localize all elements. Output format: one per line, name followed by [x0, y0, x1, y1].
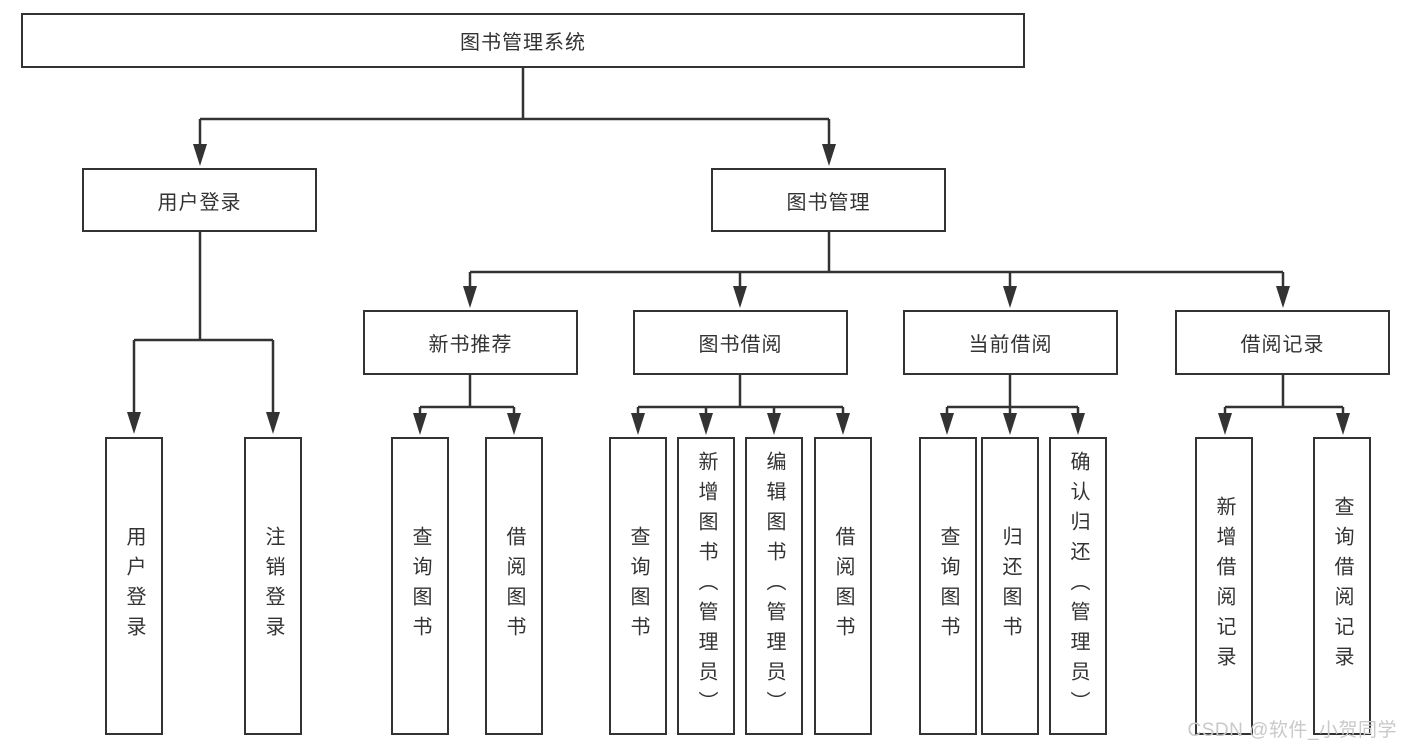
leaf-label: 确认归还（管理员） — [1067, 451, 1089, 721]
leaf-label: 注销登录 — [262, 526, 284, 646]
node-borrow-records: 借阅记录 — [1175, 310, 1390, 375]
edge-current-borrow-to-leaves — [945, 375, 1080, 417]
node-label: 图书管理 — [786, 191, 871, 214]
leaf-query-borrow-record: 查询借阅记录 — [1313, 437, 1371, 735]
leaf-label: 查询图书 — [937, 526, 959, 646]
leaf-query-books-borrow: 查询图书 — [609, 437, 667, 735]
node-user-login: 用户登录 — [82, 168, 317, 232]
edge-book-borrow-to-leaves — [636, 375, 845, 417]
leaf-query-books-current: 查询图书 — [919, 437, 977, 735]
edge-root-to-level2 — [198, 68, 831, 148]
arrowheads — [127, 144, 1350, 435]
node-new-book-recommend: 新书推荐 — [363, 310, 578, 375]
leaf-borrow-books: 借阅图书 — [814, 437, 872, 735]
leaf-label: 新增借阅记录 — [1213, 496, 1235, 676]
leaf-label: 查询图书 — [409, 526, 431, 646]
edge-user-login-to-leaves — [132, 232, 275, 416]
leaf-label: 新增图书（管理员） — [695, 451, 717, 721]
node-label: 借阅记录 — [1240, 334, 1325, 356]
leaf-label: 编辑图书（管理员） — [763, 451, 785, 721]
leaf-label: 借阅图书 — [832, 526, 854, 646]
edge-borrow-records-to-leaves — [1223, 375, 1345, 417]
node-book-borrow: 图书借阅 — [633, 310, 848, 375]
leaf-add-borrow-record: 新增借阅记录 — [1195, 437, 1253, 735]
leaf-borrow-books-recommend: 借阅图书 — [485, 437, 543, 735]
leaf-label: 查询借阅记录 — [1331, 496, 1353, 676]
node-label: 图书借阅 — [698, 334, 783, 356]
leaf-edit-books-admin: 编辑图书（管理员） — [745, 437, 803, 735]
leaf-return-books: 归还图书 — [981, 437, 1039, 735]
leaf-logout: 注销登录 — [244, 437, 302, 735]
leaf-label: 查询图书 — [627, 526, 649, 646]
csdn-watermark: CSDN @软件_小贺同学 — [1187, 720, 1397, 741]
node-library-management-system: 图书管理系统 — [21, 13, 1025, 68]
leaf-query-books-recommend: 查询图书 — [391, 437, 449, 735]
node-book-management: 图书管理 — [711, 168, 946, 232]
node-current-borrow: 当前借阅 — [903, 310, 1118, 375]
edge-book-mgmt-to-level3 — [468, 232, 1285, 290]
leaf-confirm-return-admin: 确认归还（管理员） — [1049, 437, 1107, 735]
edge-new-book-rec-to-leaves — [418, 375, 516, 417]
leaf-label: 借阅图书 — [503, 526, 525, 646]
node-label: 用户登录 — [157, 191, 242, 214]
node-label: 图书管理系统 — [460, 32, 586, 54]
node-label: 新书推荐 — [428, 334, 513, 356]
leaf-user-login: 用户登录 — [105, 437, 163, 735]
leaf-label: 用户登录 — [123, 526, 145, 646]
node-label: 当前借阅 — [968, 334, 1053, 356]
leaf-label: 归还图书 — [999, 526, 1021, 646]
leaf-add-books-admin: 新增图书（管理员） — [677, 437, 735, 735]
